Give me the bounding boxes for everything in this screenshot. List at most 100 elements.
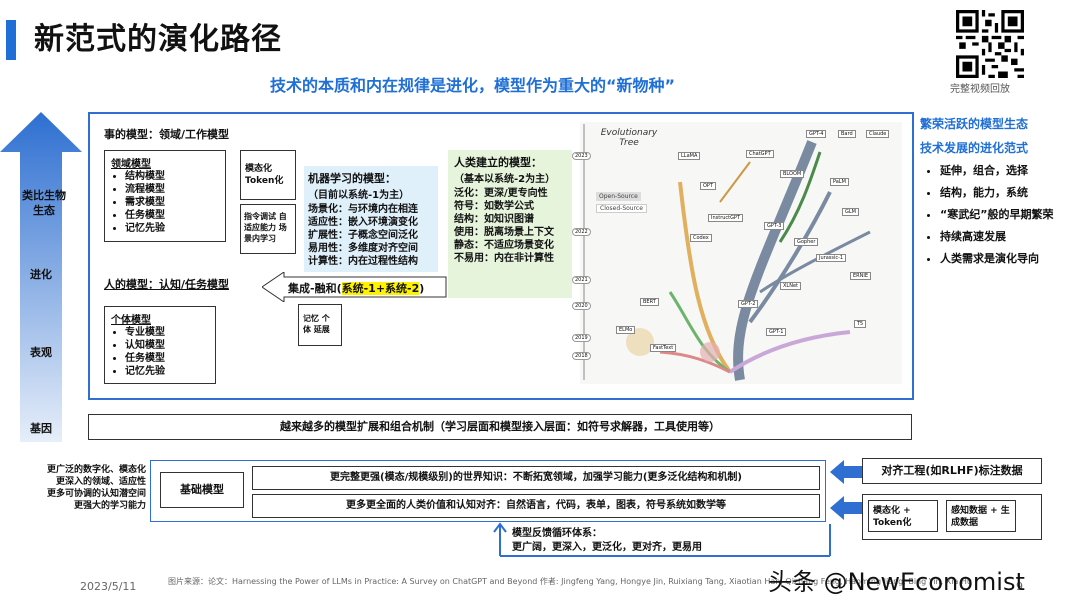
tree-year: 2019 (572, 334, 591, 342)
evolution-arrow-icon (0, 112, 82, 442)
human-alignment-bar: 更多更全面的人类价值和认知对齐：自然语言，代码，表单，图表，符号系统如数学等 (252, 494, 820, 518)
human-built-line: 泛化：更深/更专向性 (454, 188, 548, 199)
individual-model-title: 个体模型 (111, 315, 151, 326)
domain-model-box: 领域模型 结构模型 流程模型 需求模型 任务模型 记忆先验 (104, 150, 226, 242)
axis-label-epigenetic: 表观 (30, 346, 52, 359)
list-item: 认知模型 (125, 339, 209, 352)
ml-line: 计算性：内在过程性结构 (308, 256, 418, 267)
footer-page-number: 9 (1016, 580, 1023, 593)
ecosystem-heading-1: 繁荣活跃的模型生态 (920, 117, 1029, 131)
list-item: 流程模型 (125, 183, 219, 196)
list-item: 人类需求是演化导向 (940, 248, 1078, 270)
tree-node: Bard (838, 130, 856, 138)
evolutionary-tree-image: Evolutionary Tree Open-Source Closed-Sou… (572, 122, 902, 384)
rlhf-data-box: 对齐工程(如RLHF)标注数据 (862, 458, 1042, 484)
ml-model-title: 机器学习的模型： (308, 172, 396, 185)
list-item: 任务模型 (125, 352, 209, 365)
list-item: 记忆先验 (125, 365, 209, 378)
list-item: 结构模型 (125, 170, 219, 183)
tree-year: 2020 (572, 302, 591, 310)
axis-label-gene: 基因 (30, 422, 52, 435)
page-subtitle: 技术的本质和内在规律是进化，模型作为重大的“新物种” (270, 76, 676, 95)
list-item: 需求模型 (125, 196, 219, 209)
list-item: 专业模型 (125, 326, 209, 339)
tree-node: Claude (866, 130, 890, 138)
tree-drawing (583, 124, 871, 381)
tree-node: ERNIE (850, 272, 872, 280)
title-accent-bar (6, 20, 16, 60)
modal-token-data-box: 模态化 + Token化 (868, 500, 938, 532)
ml-line: 扩展性：子概念空间泛化 (308, 230, 418, 241)
tree-node: BLOOM (780, 170, 805, 178)
human-built-title: 人类建立的模型： (454, 156, 542, 169)
integrate-suffix: ) (419, 282, 425, 295)
bottom-left-line: 更广泛的数字化、模态化 (46, 465, 146, 475)
tree-node: Jurassic-1 (816, 254, 847, 262)
tree-node: ChatGPT (746, 150, 774, 158)
human-built-line: 不易用：内在非计算性 (454, 253, 554, 264)
tree-node: PaLM (830, 178, 849, 186)
watermark: 头条 @NewEconomist (768, 568, 1025, 596)
list-item: 任务模型 (125, 209, 219, 222)
integrate-prefix: 集成-融和( (288, 282, 342, 295)
tree-year: 2021 (572, 276, 591, 284)
tree-node: LLaMA (678, 152, 701, 160)
axis-label-evolution: 进化 (30, 268, 52, 281)
ml-model-sub: （目前以系统-1为主） (308, 190, 410, 201)
list-item: “寒武纪”般的早期繁荣 (940, 204, 1078, 226)
instruction-tuning-box: 指令调试 自适应能力 场景内学习 (240, 204, 296, 254)
human-model-heading: 人的模型：认知/任务模型 (104, 278, 230, 291)
ecosystem-items: 延伸，组合，选择 结构，能力，系统 “寒武纪”般的早期繁荣 持续高速发展 人类需… (920, 160, 1078, 270)
sense-data-box: 感知数据 + 生成数据 (946, 500, 1016, 532)
integrate-highlight: 系统-1+系统-2 (341, 282, 420, 295)
page-title: 新范式的演化路径 (34, 22, 282, 57)
domain-model-list: 结构模型 流程模型 需求模型 任务模型 记忆先验 (111, 170, 219, 235)
ecosystem-list: 繁荣活跃的模型生态 技术发展的进化范式 延伸，组合，选择 结构，能力，系统 “寒… (920, 112, 1078, 270)
memory-box: 记忆 个体 延展 (298, 304, 342, 346)
footer-source: 图片来源：论文：Harnessing the Power of LLMs in … (168, 577, 972, 586)
bottom-left-text: 更广泛的数字化、模态化 更深入的领域、适应性 更多可协调的认知潜空间 更强大的学… (6, 464, 146, 512)
tree-node: GPT-4 (806, 130, 827, 138)
footer-date: 2023/5/11 (80, 580, 137, 593)
foundation-model-box: 基础模型 (160, 472, 244, 508)
human-built-sub: （基本以系统-2为主） (454, 174, 556, 185)
bottom-left-line: 更强大的学习能力 (73, 501, 146, 511)
modal-token-box: 模态化 Token化 (240, 150, 296, 200)
feedback-loop-arrow-icon (493, 522, 831, 557)
data-arrow-icon (830, 496, 862, 520)
tree-node: OPT (700, 182, 717, 190)
tree-year: 2023 (572, 152, 591, 160)
tree-node: InstructGPT (708, 214, 744, 222)
bottom-left-line: 更深入的领域、适应性 (55, 477, 146, 487)
tree-node: ELMo (616, 326, 636, 334)
list-item: 持续高速发展 (940, 226, 1078, 248)
human-built-line: 使用：脱离场景上下文 (454, 227, 554, 238)
world-knowledge-bar: 更完整更强(模态/规模级别)的世界知识：不断拓宽领域，加强学习能力(更多泛化结构… (252, 466, 820, 490)
domain-model-title: 领域模型 (111, 159, 151, 170)
thing-model-heading: 事的模型：领域/工作模型 (104, 128, 230, 141)
human-built-line: 符号：如数学公式 (454, 201, 534, 212)
integrate-label: 集成-融和(系统-1+系统-2) (288, 280, 424, 296)
qr-caption: 完整视频回放 (950, 84, 1010, 95)
human-built-line: 结构：如知识图谱 (454, 214, 534, 225)
list-item: 记忆先验 (125, 222, 219, 235)
list-item: 结构，能力，系统 (940, 182, 1078, 204)
tree-node: GLM (842, 208, 859, 216)
tree-node: XLNet (780, 282, 801, 290)
ml-line: 适应性：嵌入环境演变化 (308, 217, 418, 228)
tree-legend-open: Open-Source (596, 192, 641, 201)
axis-label-analogy: 类比生物生态 (22, 189, 66, 217)
human-built-line: 静态：不适应场景变化 (454, 240, 554, 251)
tree-node: BERT (640, 298, 659, 306)
tree-node: GPT-3 (764, 222, 785, 230)
bottom-left-line: 更多可协调的认知潜空间 (46, 489, 146, 499)
tree-node: T5 (854, 320, 867, 328)
tree-node: FastText (650, 344, 677, 352)
feedback-title: 模型反馈循环体系： (512, 528, 602, 539)
extension-mechanism-bar: 越来越多的模型扩展和组合机制（学习层面和模型接入层面：如符号求解器，工具使用等） (88, 414, 912, 440)
tree-node: GPT-1 (766, 328, 787, 336)
feedback-subtitle: 更广阔，更深入，更泛化，更对齐，更易用 (512, 542, 702, 553)
tree-node: Codex (690, 234, 712, 242)
individual-model-list: 专业模型 认知模型 任务模型 记忆先验 (111, 326, 209, 378)
ml-model-box: 机器学习的模型： （目前以系统-1为主） 场景化：与环境内在相连 适应性：嵌入环… (304, 166, 438, 272)
